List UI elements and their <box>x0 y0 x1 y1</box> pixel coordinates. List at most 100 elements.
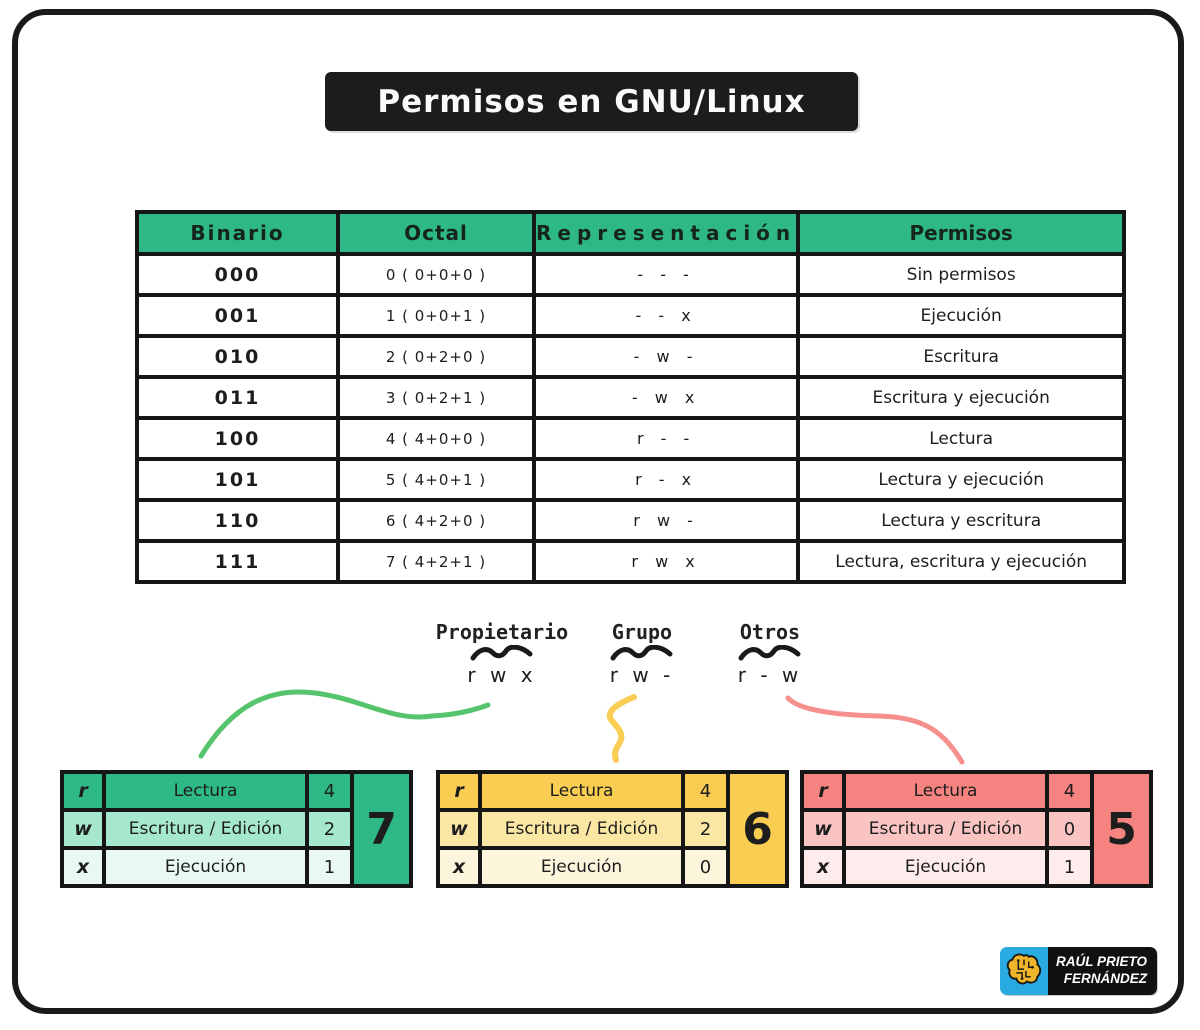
cell-permisos: Ejecución <box>796 293 1127 338</box>
perm-table-propietario: r Lectura 4 7 w Escritura / Edición 2 x … <box>60 770 413 888</box>
cell-representacion: - - x <box>531 293 801 338</box>
cell-binario: 100 <box>135 416 340 461</box>
perm-letter: w <box>60 808 106 850</box>
connector-green <box>198 689 491 759</box>
perm-value: 2 <box>681 808 730 850</box>
group-grupo: Grupo r w - <box>597 620 687 687</box>
brain-icon <box>1000 947 1048 995</box>
group-label: Propietario <box>435 620 569 644</box>
perm-letter: x <box>436 846 482 888</box>
perm-label: Ejecución <box>102 846 309 888</box>
table-row: 110 6 ( 4+2+0 ) r w - Lectura y escritur… <box>135 498 1127 543</box>
perm-letter: x <box>60 846 106 888</box>
group-permission-string: r w - <box>609 663 675 687</box>
table-row: 000 0 ( 0+0+0 ) - - - Sin permisos <box>135 252 1127 297</box>
perm-letter: r <box>436 770 482 812</box>
cell-permisos: Lectura y escritura <box>796 498 1127 543</box>
perm-row-r: r Lectura 4 6 <box>436 770 789 888</box>
perm-value: 1 <box>305 846 354 888</box>
author-name-line1: RAÚL PRIETO <box>1056 954 1148 970</box>
perm-table-otros: r Lectura 4 5 w Escritura / Edición 0 x … <box>800 770 1153 888</box>
header-binario: Binario <box>135 210 340 256</box>
perm-row-w: w Escritura / Edición 2 <box>436 808 787 850</box>
perm-letter: r <box>60 770 106 812</box>
permissions-table: Binario Octal Representación Permisos 00… <box>135 210 1127 584</box>
perm-value: 4 <box>681 770 730 812</box>
connector-yellow <box>606 694 637 763</box>
perm-label: Lectura <box>842 770 1049 812</box>
group-otros: Otros r - w <box>730 620 810 687</box>
cell-octal: 6 ( 4+2+0 ) <box>336 498 536 543</box>
cell-octal: 5 ( 4+0+1 ) <box>336 457 536 502</box>
perm-letter: w <box>800 808 846 850</box>
perm-value: 4 <box>305 770 354 812</box>
group-permission-string: r w x <box>467 663 537 687</box>
perm-label: Escritura / Edición <box>842 808 1049 850</box>
table-row: 100 4 ( 4+0+0 ) r - - Lectura <box>135 416 1127 461</box>
brace-squiggle-icon <box>738 645 801 661</box>
cell-binario: 101 <box>135 457 340 502</box>
cell-octal: 3 ( 0+2+1 ) <box>336 375 536 420</box>
table-row: 111 7 ( 4+2+1 ) r w x Lectura, escritura… <box>135 539 1127 584</box>
header-permisos: Permisos <box>796 210 1127 256</box>
perm-label: Escritura / Edición <box>102 808 309 850</box>
cell-permisos: Escritura <box>796 334 1127 379</box>
perm-row-x: x Ejecución 1 <box>60 846 411 888</box>
header-octal: Octal <box>336 210 536 256</box>
author-name: RAÚL PRIETO FERNÁNDEZ <box>1048 947 1158 995</box>
group-propietario: Propietario r w x <box>432 620 572 687</box>
perm-value: 2 <box>305 808 354 850</box>
perm-total: 6 <box>726 770 789 888</box>
perm-value: 4 <box>1045 770 1094 812</box>
perm-value: 0 <box>681 846 730 888</box>
perm-row-w: w Escritura / Edición 0 <box>800 808 1151 850</box>
cell-representacion: r w x <box>531 539 801 584</box>
cell-binario: 111 <box>135 539 340 584</box>
perm-label: Ejecución <box>478 846 685 888</box>
author-logo: RAÚL PRIETO FERNÁNDEZ <box>1000 947 1158 995</box>
perm-letter: w <box>436 808 482 850</box>
perm-row-r: r Lectura 4 7 <box>60 770 413 888</box>
cell-permisos: Sin permisos <box>796 252 1127 297</box>
cell-octal: 1 ( 0+0+1 ) <box>336 293 536 338</box>
perm-row-x: x Ejecución 0 <box>436 846 787 888</box>
perm-table-grupo: r Lectura 4 6 w Escritura / Edición 2 x … <box>436 770 789 888</box>
perm-total: 5 <box>1090 770 1153 888</box>
cell-octal: 7 ( 4+2+1 ) <box>336 539 536 584</box>
cell-representacion: r - - <box>531 416 801 461</box>
cell-octal: 2 ( 0+2+0 ) <box>336 334 536 379</box>
perm-value: 0 <box>1045 808 1094 850</box>
group-permission-string: r - w <box>737 663 803 687</box>
header-representacion: Representación <box>531 210 801 256</box>
cell-binario: 010 <box>135 334 340 379</box>
title-banner: Permisos en GNU/Linux <box>325 72 858 131</box>
table-row: 101 5 ( 4+0+1 ) r - x Lectura y ejecució… <box>135 457 1127 502</box>
cell-octal: 4 ( 4+0+0 ) <box>336 416 536 461</box>
cell-permisos: Lectura, escritura y ejecución <box>796 539 1127 584</box>
connector-pink <box>785 695 965 765</box>
perm-row-w: w Escritura / Edición 2 <box>60 808 411 850</box>
table-header-row: Binario Octal Representación Permisos <box>135 210 1127 256</box>
perm-label: Lectura <box>478 770 685 812</box>
cell-permisos: Escritura y ejecución <box>796 375 1127 420</box>
cell-representacion: r - x <box>531 457 801 502</box>
table-row: 001 1 ( 0+0+1 ) - - x Ejecución <box>135 293 1127 338</box>
perm-label: Lectura <box>102 770 309 812</box>
author-name-line2: FERNÁNDEZ <box>1063 971 1148 986</box>
group-label: Grupo <box>611 620 673 644</box>
perm-label: Ejecución <box>842 846 1049 888</box>
cell-octal: 0 ( 0+0+0 ) <box>336 252 536 297</box>
brace-squiggle-icon <box>470 645 533 661</box>
cell-binario: 011 <box>135 375 340 420</box>
group-label: Otros <box>739 620 801 644</box>
cell-binario: 000 <box>135 252 340 297</box>
cell-representacion: - w x <box>531 375 801 420</box>
brace-squiggle-icon <box>610 645 673 661</box>
perm-letter: r <box>800 770 846 812</box>
cell-binario: 110 <box>135 498 340 543</box>
perm-row-r: r Lectura 4 5 <box>800 770 1153 888</box>
cell-permisos: Lectura <box>796 416 1127 461</box>
cell-representacion: r w - <box>531 498 801 543</box>
cell-binario: 001 <box>135 293 340 338</box>
